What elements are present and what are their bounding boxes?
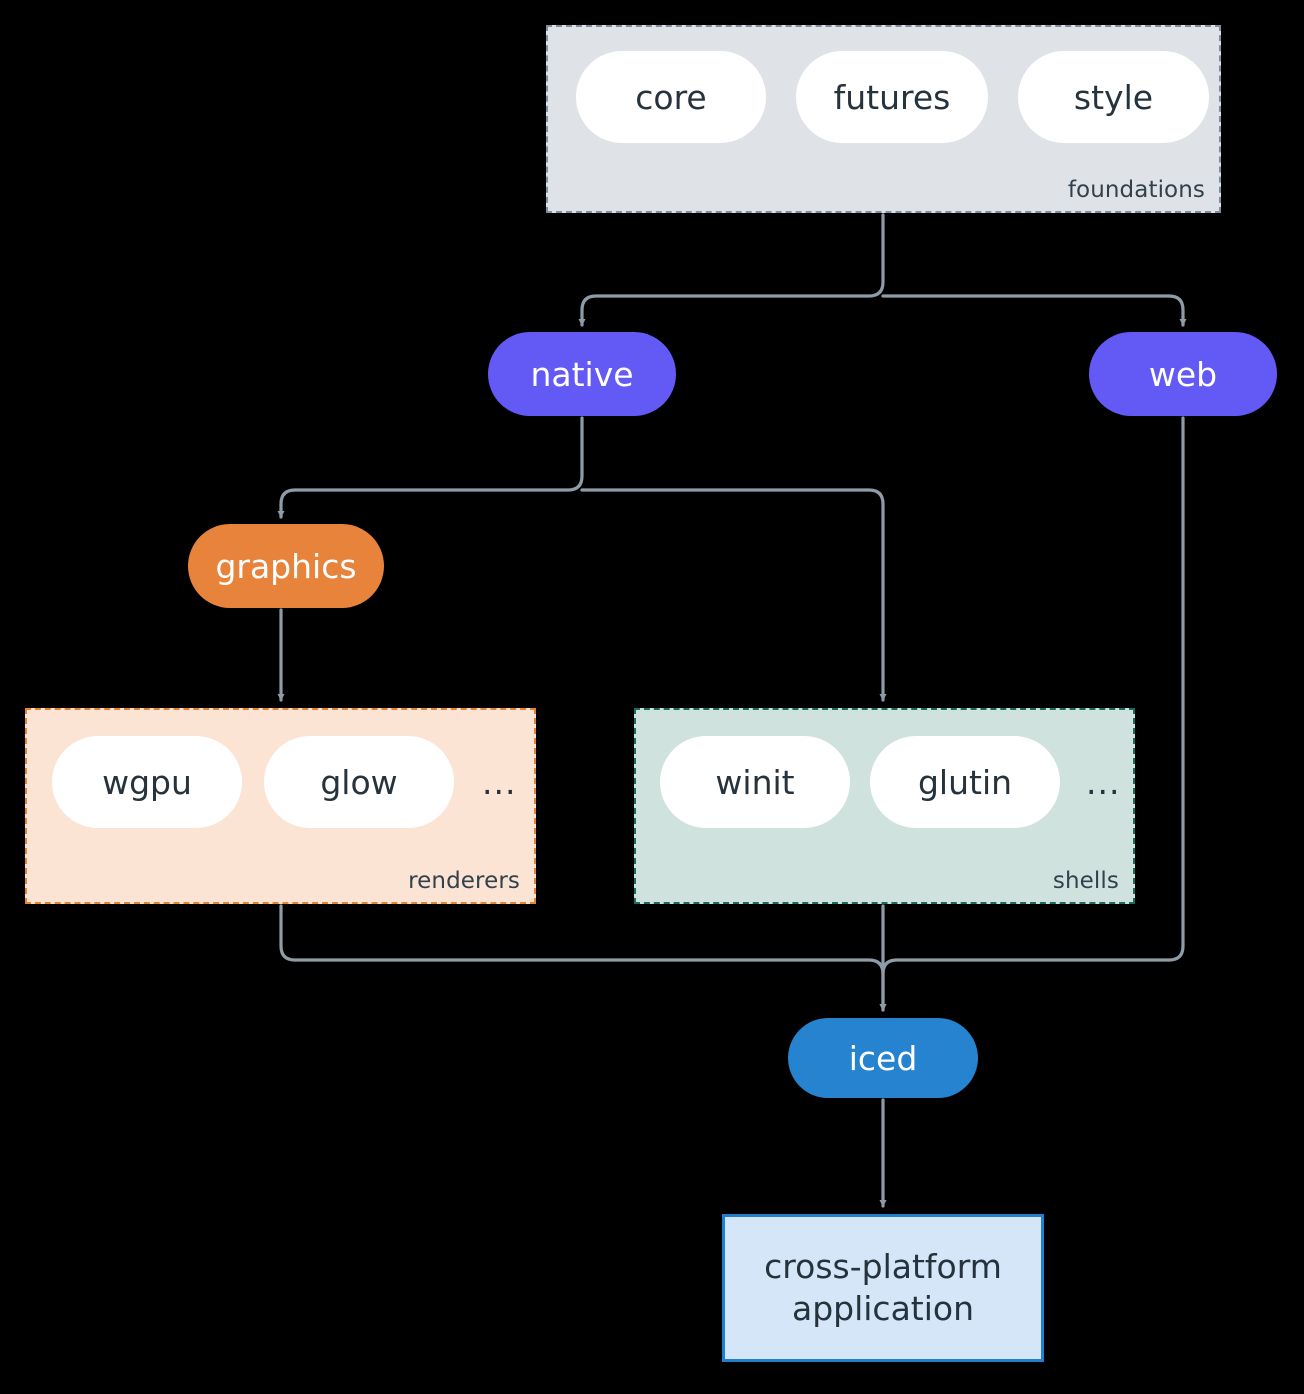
edge-native-graphics — [277, 416, 584, 519]
node-graphics[interactable]: graphics — [188, 524, 384, 608]
chip-glow[interactable]: glow — [264, 736, 454, 828]
group-label-renderers: renderers — [408, 868, 520, 894]
chip-winit[interactable]: winit — [660, 736, 850, 828]
renderers-chip-row: wgpu glow ... — [52, 736, 522, 828]
chip-futures[interactable]: futures — [796, 51, 988, 143]
group-foundations: core futures style foundations — [546, 25, 1221, 213]
shells-chip-row: winit glutin ... — [660, 736, 1126, 828]
edge-renderers-iced — [279, 904, 887, 1012]
node-native[interactable]: native — [488, 332, 676, 416]
group-shells: winit glutin ... shells — [634, 708, 1135, 904]
group-label-foundations: foundations — [1067, 177, 1205, 203]
node-web[interactable]: web — [1089, 332, 1277, 416]
node-cross-platform-application[interactable]: cross-platform application — [722, 1214, 1044, 1362]
terminal-line-1: cross-platform — [764, 1246, 1002, 1286]
chip-wgpu[interactable]: wgpu — [52, 736, 242, 828]
chip-glutin[interactable]: glutin — [870, 736, 1060, 828]
group-renderers: wgpu glow ... renderers — [25, 708, 536, 904]
node-iced[interactable]: iced — [788, 1018, 978, 1098]
shells-more-ellipsis: ... — [1086, 762, 1121, 802]
edge-foundations-native — [578, 213, 885, 327]
foundations-chip-row: core futures style — [576, 51, 1209, 143]
edge-native-shells — [580, 488, 887, 702]
terminal-line-2: application — [791, 1289, 975, 1328]
renderers-more-ellipsis: ... — [482, 762, 517, 802]
chip-core[interactable]: core — [576, 51, 766, 143]
chip-style[interactable]: style — [1018, 51, 1209, 143]
group-label-shells: shells — [1052, 868, 1119, 894]
edge-foundations-web — [881, 294, 1187, 327]
